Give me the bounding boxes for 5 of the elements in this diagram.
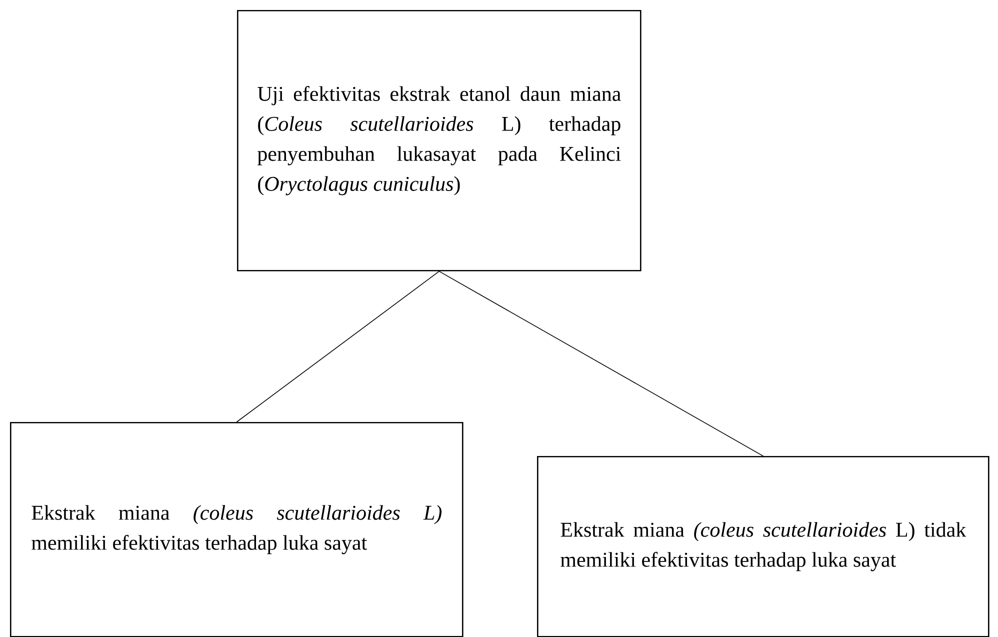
text-box: Uji efektivitas ekstrak etanol daun miana (Coleus scutellarioides L) terhadap penyembuhan lukasayat pada Kelinci (Oryctolagus cuniculus) [237,10,642,272]
text-box: Ekstrak miana (coleus scutellarioides L) tidak memiliki efektivitas terhadap luka sayat [537,456,990,637]
text-box: Ekstrak miana (coleus scutellarioides L) memiliki efektivitas terhadap luka sayat [10,422,464,637]
connector-line [438,270,764,456]
connector-line [236,270,440,422]
